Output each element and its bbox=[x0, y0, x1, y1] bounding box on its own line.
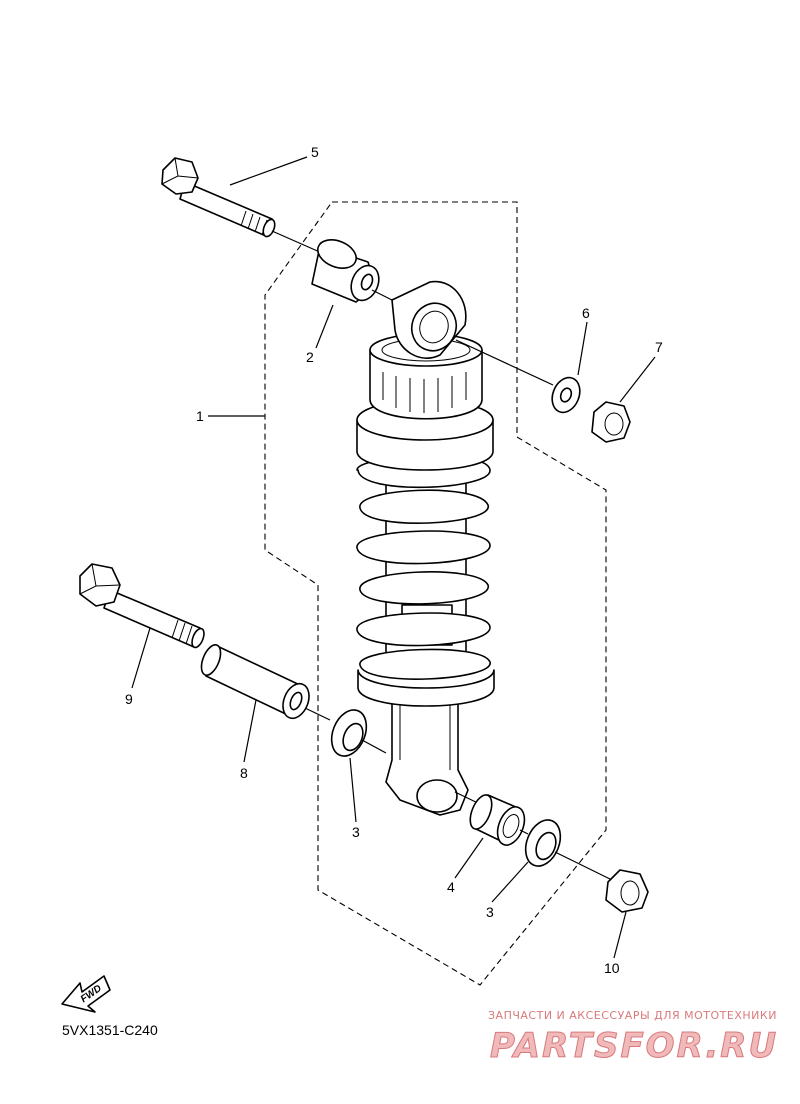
callout-6: 6 bbox=[582, 305, 590, 321]
callout-1: 1 bbox=[196, 408, 204, 424]
upper-bolt bbox=[161, 157, 276, 238]
callout-5: 5 bbox=[311, 144, 319, 160]
shock-absorber bbox=[356, 280, 495, 816]
callout-4: 4 bbox=[447, 879, 455, 895]
needle-bearing bbox=[469, 794, 526, 846]
callout-7: 7 bbox=[655, 339, 663, 355]
callout-9: 9 bbox=[125, 691, 133, 707]
washer-6 bbox=[551, 376, 581, 414]
oil-seal-left bbox=[330, 709, 368, 757]
watermark-site: PARTSFOR.RU bbox=[490, 1026, 778, 1066]
oil-seal-right bbox=[524, 819, 562, 867]
callout-10: 10 bbox=[604, 960, 620, 976]
watermark-tagline: ЗАПЧАСТИ И АКСЕССУАРЫ ДЛЯ МОТОТЕХНИКИ bbox=[488, 1009, 777, 1022]
callout-3-left: 3 bbox=[352, 824, 360, 840]
forward-arrow-icon: FWD bbox=[61, 975, 111, 1013]
callout-2: 2 bbox=[306, 349, 314, 365]
drawing-code: 5VX1351-C240 bbox=[62, 1022, 158, 1038]
lower-bolt bbox=[79, 563, 205, 649]
callout-8: 8 bbox=[240, 765, 248, 781]
nut-7 bbox=[591, 401, 631, 443]
long-collar bbox=[200, 644, 310, 720]
leader-lines bbox=[131, 156, 656, 959]
nut-10 bbox=[605, 869, 649, 913]
assembly-outline bbox=[264, 201, 607, 986]
upper-collar bbox=[311, 239, 380, 303]
callout-3-right: 3 bbox=[486, 904, 494, 920]
